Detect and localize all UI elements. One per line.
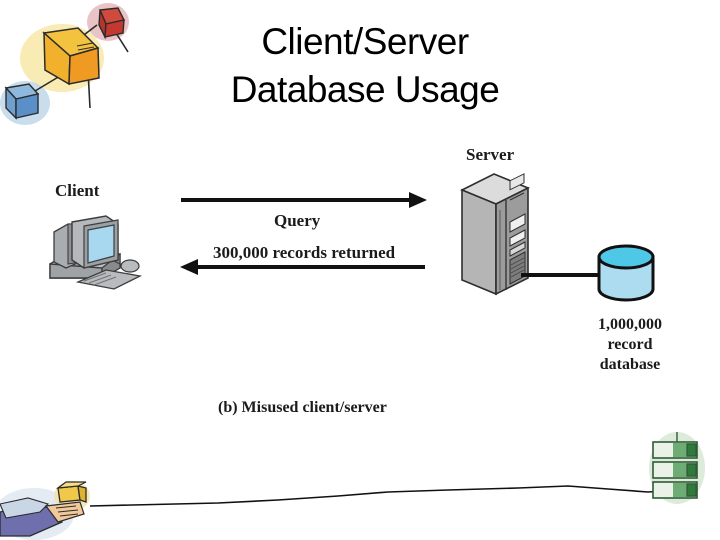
desktop-computer-icon bbox=[49, 215, 143, 290]
stacked-green-servers-clipart bbox=[649, 432, 705, 504]
page-title: Client/Server Database Usage bbox=[150, 18, 580, 114]
records-arrow-shaft bbox=[196, 265, 425, 269]
query-arrow-label: Query bbox=[274, 211, 321, 230]
database-cylinder-icon bbox=[597, 244, 655, 302]
client-node-label: Client bbox=[55, 181, 100, 200]
wavy-connection-line bbox=[89, 485, 681, 507]
figure-caption: (b) Misused client/server bbox=[218, 399, 387, 416]
records-arrow-head-icon bbox=[180, 259, 198, 275]
database-label-line-1: 1,000,000 bbox=[598, 316, 662, 333]
database-label-line-2: record bbox=[607, 336, 653, 353]
database-node-label: 1,000,000 record database bbox=[570, 315, 690, 375]
query-arrow-head-icon bbox=[409, 192, 427, 208]
server-database-link bbox=[521, 273, 603, 277]
database-label-line-3: database bbox=[599, 356, 661, 373]
server-tower-icon bbox=[460, 173, 530, 296]
query-arrow-shaft bbox=[181, 198, 417, 202]
hand-holding-package-clipart bbox=[0, 481, 90, 540]
server-node-label: Server bbox=[466, 145, 515, 164]
title-line-2: Database Usage bbox=[230, 69, 500, 110]
network-nodes-clipart bbox=[0, 3, 129, 125]
records-returned-arrow-label: 300,000 records returned bbox=[213, 243, 396, 262]
title-line-1: Client/Server bbox=[261, 21, 469, 62]
